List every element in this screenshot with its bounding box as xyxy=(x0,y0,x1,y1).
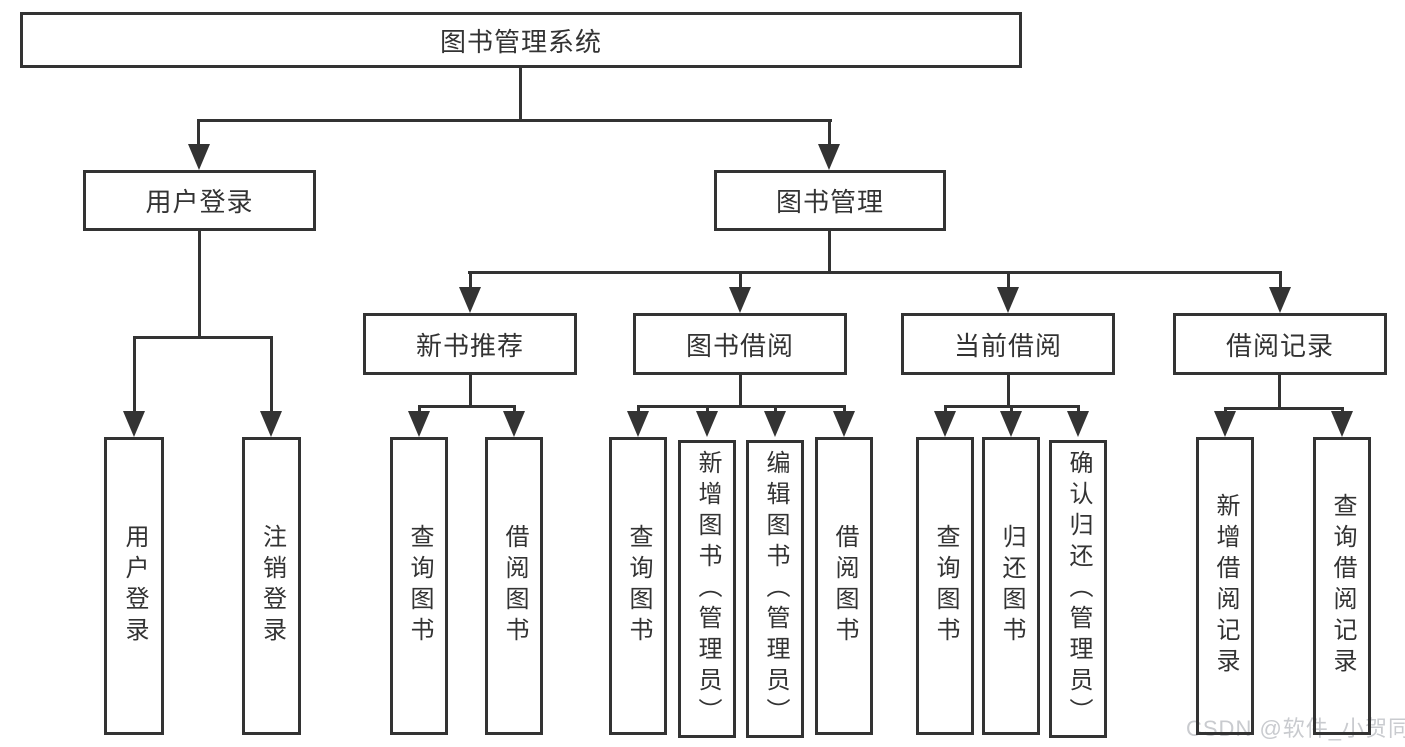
connector-line xyxy=(133,336,136,412)
leaf-query-books: 查询图书 xyxy=(390,437,448,735)
leaf-logout: 注销登录 xyxy=(242,437,301,735)
watermark: CSDN @软件_小贺同学 xyxy=(1186,716,1405,741)
node-label: 查询图书 xyxy=(406,524,433,648)
connector-line xyxy=(843,405,846,415)
connector-line xyxy=(828,119,831,144)
leaf-edit-books-admin: 编辑图书（管理员） xyxy=(746,440,804,738)
arrow-down-icon xyxy=(833,411,855,437)
arrow-down-icon xyxy=(696,411,718,437)
connector-line xyxy=(637,405,846,408)
node-current-borrowing: 当前借阅 xyxy=(901,313,1115,375)
leaf-confirm-return-admin: 确认归还（管理员） xyxy=(1049,440,1107,738)
node-user-login: 用户登录 xyxy=(83,170,316,231)
connector-line xyxy=(197,119,200,144)
arrow-down-icon xyxy=(818,144,840,170)
node-label: 注销登录 xyxy=(258,524,286,648)
leaf-query-books: 查询图书 xyxy=(916,437,974,735)
arrow-down-icon xyxy=(934,411,956,437)
node-label: 新增借阅记录 xyxy=(1212,493,1239,679)
leaf-borrow-books: 借阅图书 xyxy=(815,437,873,735)
arrow-down-icon xyxy=(123,411,145,437)
node-label: 编辑图书（管理员） xyxy=(762,449,789,729)
connector-line xyxy=(944,405,947,415)
arrow-down-icon xyxy=(1269,287,1291,313)
arrow-down-icon xyxy=(764,411,786,437)
connector-line xyxy=(418,405,516,408)
connector-line xyxy=(1077,405,1080,415)
connector-line xyxy=(469,375,472,406)
node-library-management-system: 图书管理系统 xyxy=(20,12,1022,68)
connector-line xyxy=(418,405,421,415)
node-borrowing-records: 借阅记录 xyxy=(1173,313,1387,375)
connector-line xyxy=(133,336,273,339)
connector-line xyxy=(468,271,1281,274)
arrow-down-icon xyxy=(1331,411,1353,437)
node-label: 查询图书 xyxy=(625,524,652,648)
leaf-user-login: 用户登录 xyxy=(104,437,164,735)
arrow-down-icon xyxy=(503,411,525,437)
node-label: 用户登录 xyxy=(145,187,254,217)
connector-line xyxy=(197,119,832,122)
node-label: 新增图书（管理员） xyxy=(694,449,721,729)
node-label: 图书借阅 xyxy=(685,330,794,361)
node-book-management: 图书管理 xyxy=(714,170,946,231)
connector-line xyxy=(1224,407,1344,410)
connector-line xyxy=(513,405,516,415)
connector-line xyxy=(1007,375,1010,406)
arrow-down-icon xyxy=(1000,411,1022,437)
connector-line xyxy=(1279,271,1282,288)
connector-line xyxy=(828,231,831,272)
leaf-query-books: 查询图书 xyxy=(609,437,667,735)
node-label: 借阅记录 xyxy=(1225,330,1334,361)
connector-line xyxy=(637,405,640,415)
node-book-borrowing: 图书借阅 xyxy=(633,313,847,375)
node-label: 确认归还（管理员） xyxy=(1065,449,1092,729)
connector-line xyxy=(198,231,201,337)
connector-line xyxy=(1278,375,1281,408)
connector-line xyxy=(1007,271,1010,288)
arrow-down-icon xyxy=(1214,411,1236,437)
leaf-borrow-books: 借阅图书 xyxy=(485,437,543,735)
node-label: 归还图书 xyxy=(998,524,1025,648)
arrow-down-icon xyxy=(260,411,282,437)
node-label: 图书管理 xyxy=(775,187,884,217)
node-label: 用户登录 xyxy=(121,524,148,648)
node-label: 借阅图书 xyxy=(501,524,528,648)
connector-line xyxy=(774,405,777,415)
node-label: 图书管理系统 xyxy=(439,26,602,57)
node-label: 查询图书 xyxy=(932,524,959,648)
connector-line xyxy=(739,375,742,406)
connector-line xyxy=(1010,405,1013,415)
leaf-add-borrow-record: 新增借阅记录 xyxy=(1196,437,1254,735)
arrow-down-icon xyxy=(997,287,1019,313)
connector-line xyxy=(739,271,742,288)
connector-line xyxy=(519,68,522,120)
node-label: 新书推荐 xyxy=(415,330,524,361)
node-label: 借阅图书 xyxy=(831,524,858,648)
arrow-down-icon xyxy=(627,411,649,437)
arrow-down-icon xyxy=(188,144,210,170)
arrow-down-icon xyxy=(1067,411,1089,437)
connector-line xyxy=(469,271,472,288)
leaf-return-books: 归还图书 xyxy=(982,437,1040,735)
arrow-down-icon xyxy=(729,287,751,313)
node-label: 当前借阅 xyxy=(953,330,1062,361)
node-new-book-recommend: 新书推荐 xyxy=(363,313,577,375)
node-label: 查询借阅记录 xyxy=(1329,493,1356,679)
leaf-query-borrow-record: 查询借阅记录 xyxy=(1313,437,1371,735)
connector-line xyxy=(270,336,273,412)
arrow-down-icon xyxy=(459,287,481,313)
arrow-down-icon xyxy=(408,411,430,437)
connector-line xyxy=(706,405,709,415)
leaf-add-books-admin: 新增图书（管理员） xyxy=(678,440,736,738)
